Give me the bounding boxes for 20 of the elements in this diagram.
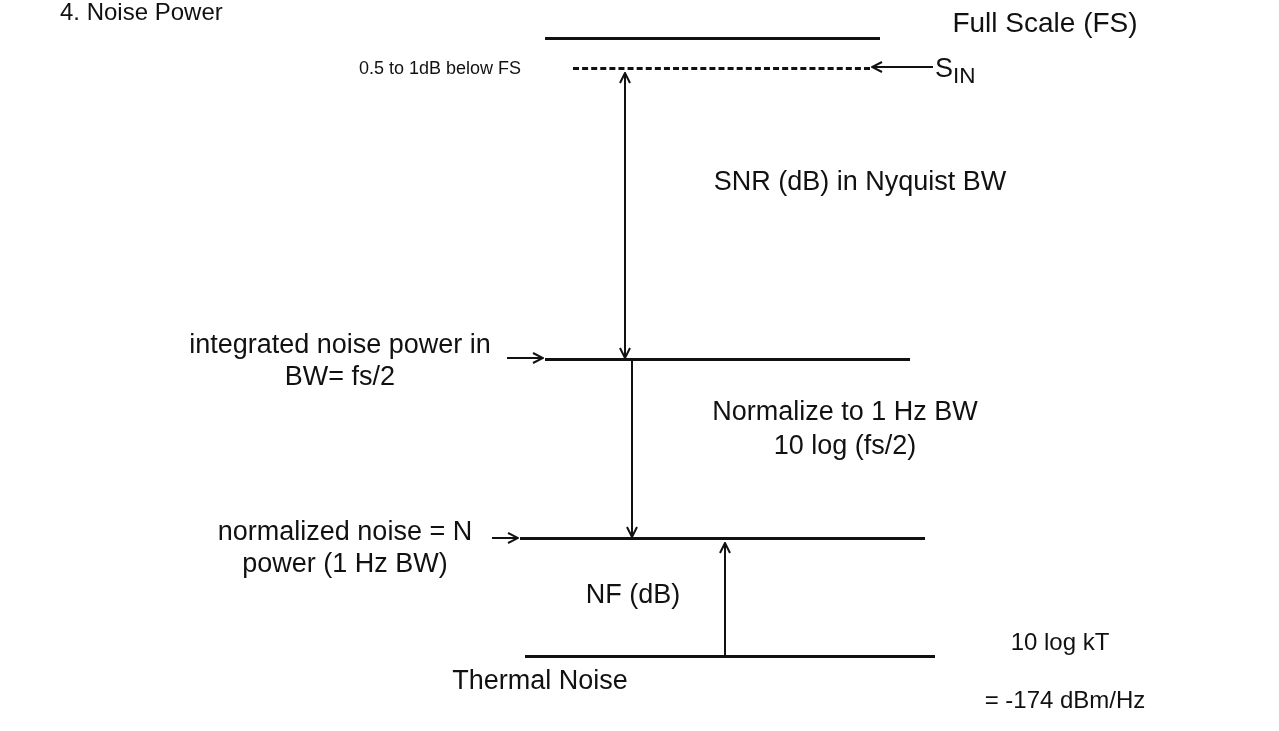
level-line	[520, 537, 925, 540]
title-text: 4. Noise Power	[60, 0, 223, 27]
arrow	[506, 352, 544, 364]
annotation-text: integrated noise power in BW= fs/2	[175, 328, 505, 393]
annotation-text: Full Scale (FS)	[951, 6, 1139, 40]
annotation-text: = -174 dBm/Hz	[983, 686, 1147, 715]
dashed-level-line	[573, 67, 870, 70]
annotation-text: 10 log kT	[1009, 628, 1111, 657]
level-line	[525, 655, 935, 658]
annotation-text: normalized noise = N power (1 Hz BW)	[200, 515, 490, 580]
level-line	[545, 37, 880, 40]
annotation-text: Thermal Noise	[451, 664, 629, 697]
annotation-text: 0.5 to 1dB below FS	[357, 58, 523, 80]
arrow	[626, 360, 638, 538]
level-line	[545, 358, 910, 361]
arrow	[491, 532, 519, 544]
annotation-text: S$_{IN}$	[935, 52, 976, 90]
arrow	[719, 542, 731, 656]
arrow	[619, 72, 631, 359]
arrow	[871, 61, 934, 73]
